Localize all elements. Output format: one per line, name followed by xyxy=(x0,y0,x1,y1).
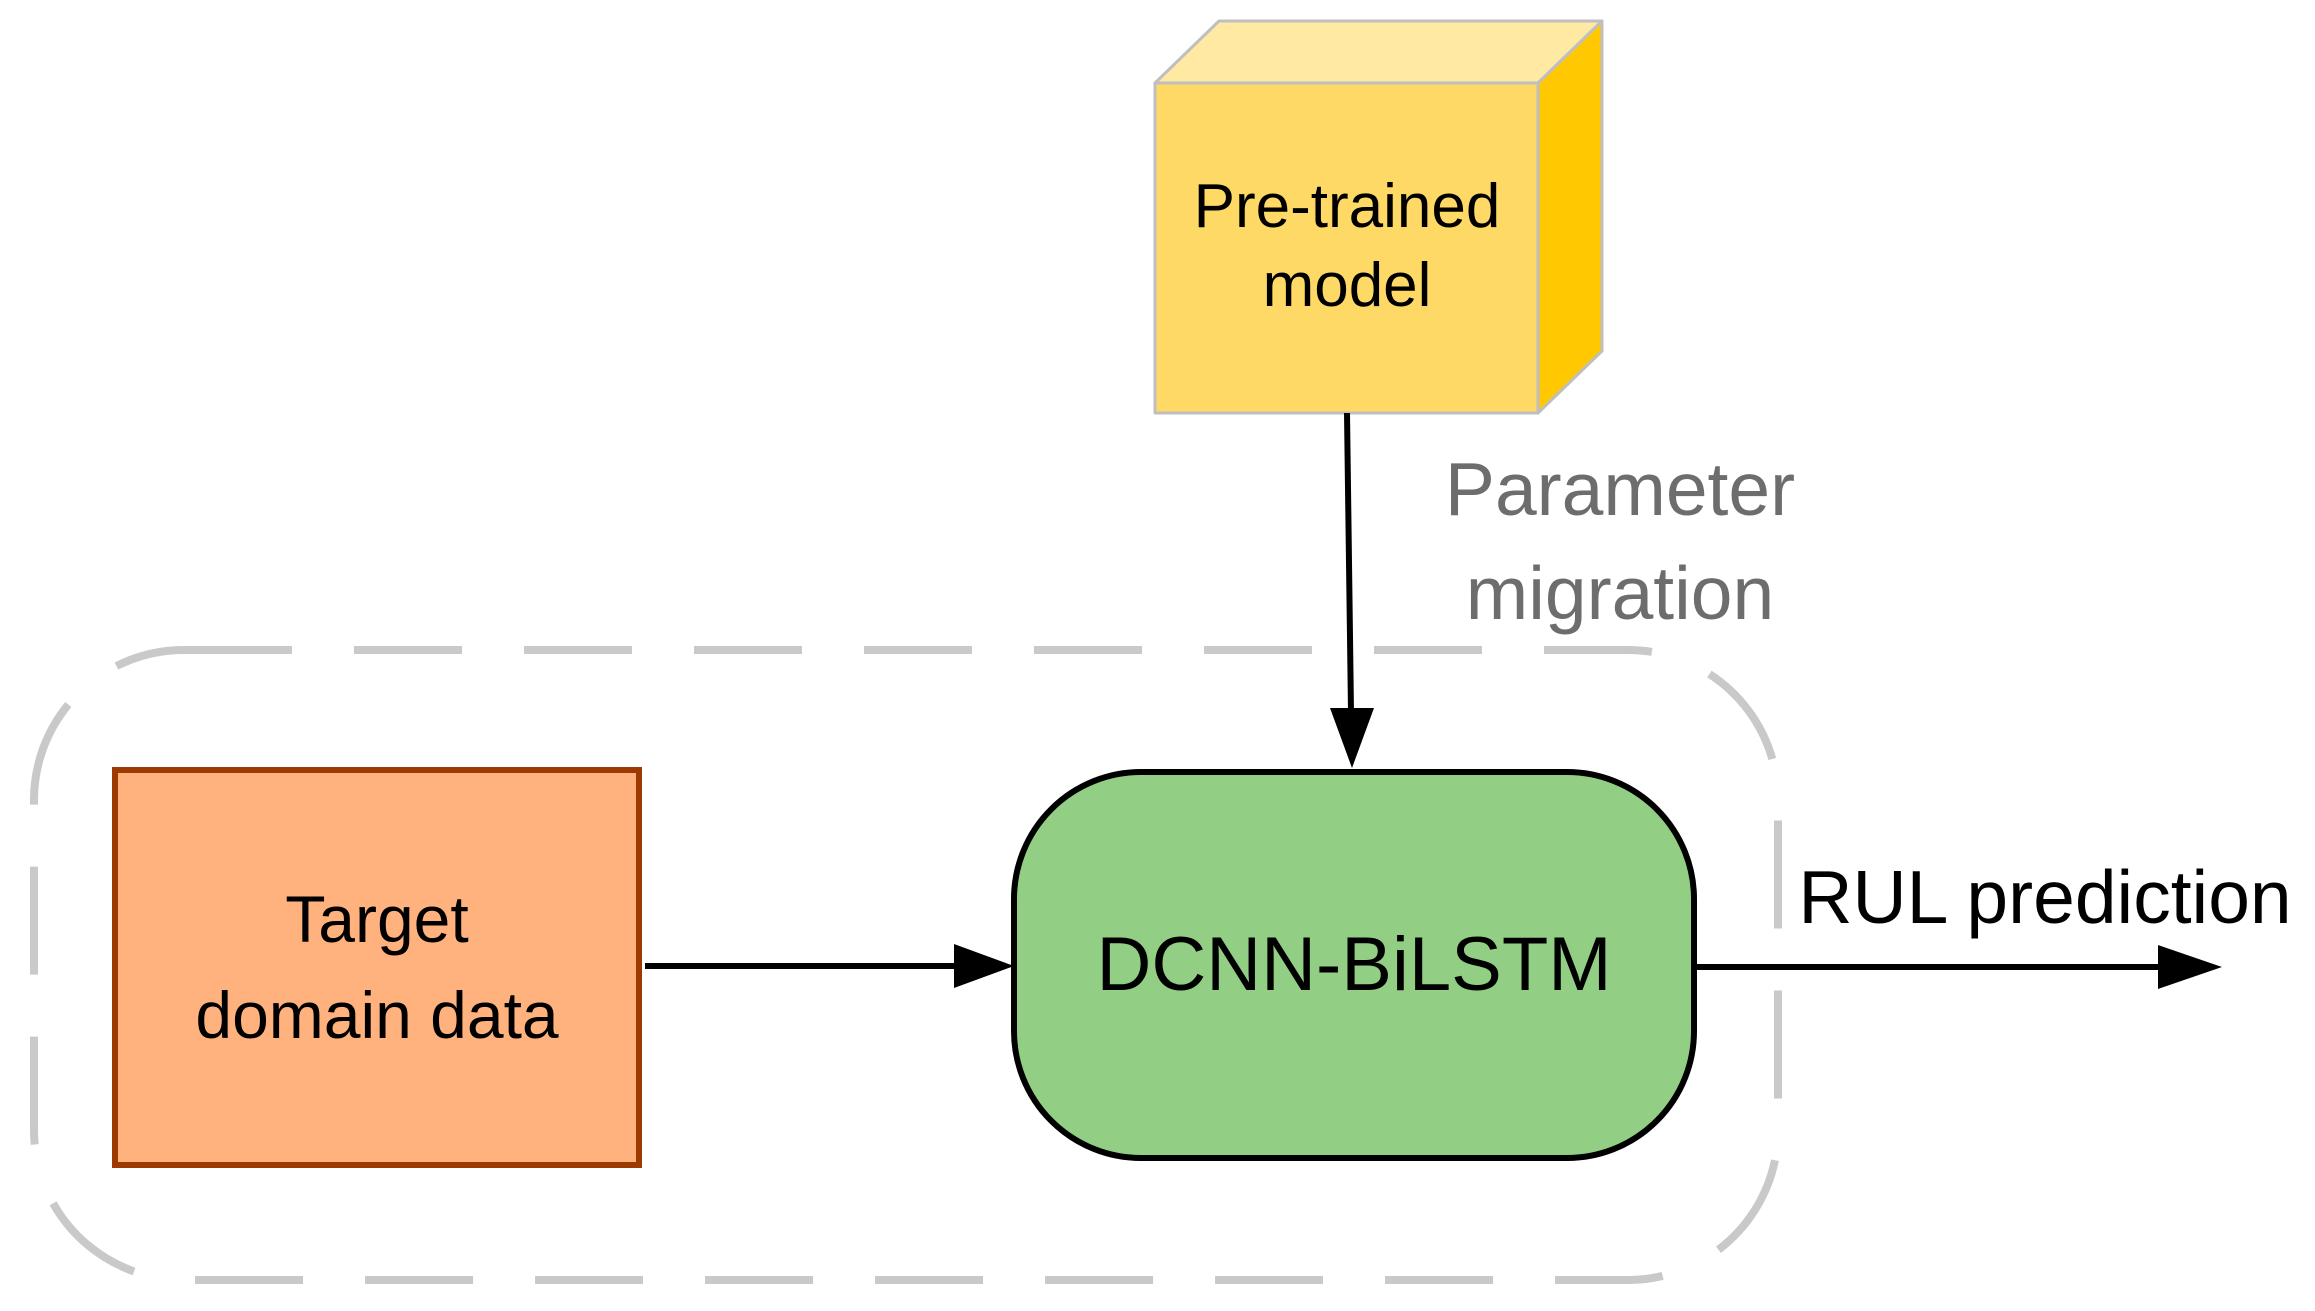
input-arrow-head xyxy=(954,944,1014,988)
cube-front-face xyxy=(1153,81,1540,415)
output-arrow-head xyxy=(2158,945,2222,989)
dcnn-bilstm-node: DCNN-BiLSTM xyxy=(1011,769,1697,1161)
parameter-migration-arrow-head xyxy=(1330,708,1374,768)
rul-prediction-label: RUL prediction xyxy=(1798,855,2292,939)
target-domain-dashed-boundary xyxy=(30,646,1782,1284)
input-arrow xyxy=(645,944,1014,988)
target-domain-data-node: Target domain data xyxy=(112,767,642,1168)
parameter-migration-arrow xyxy=(1330,412,1374,768)
parameter-migration-label: Parameter migration xyxy=(1444,447,1796,635)
parameter-migration-arrow-shaft xyxy=(1344,412,1354,713)
pretrained-model-label: Pre-trained model xyxy=(1193,172,1501,320)
cube-top-face xyxy=(1153,19,1604,85)
pretrained-model-cube xyxy=(1153,19,1604,415)
output-arrow xyxy=(1695,945,2222,989)
